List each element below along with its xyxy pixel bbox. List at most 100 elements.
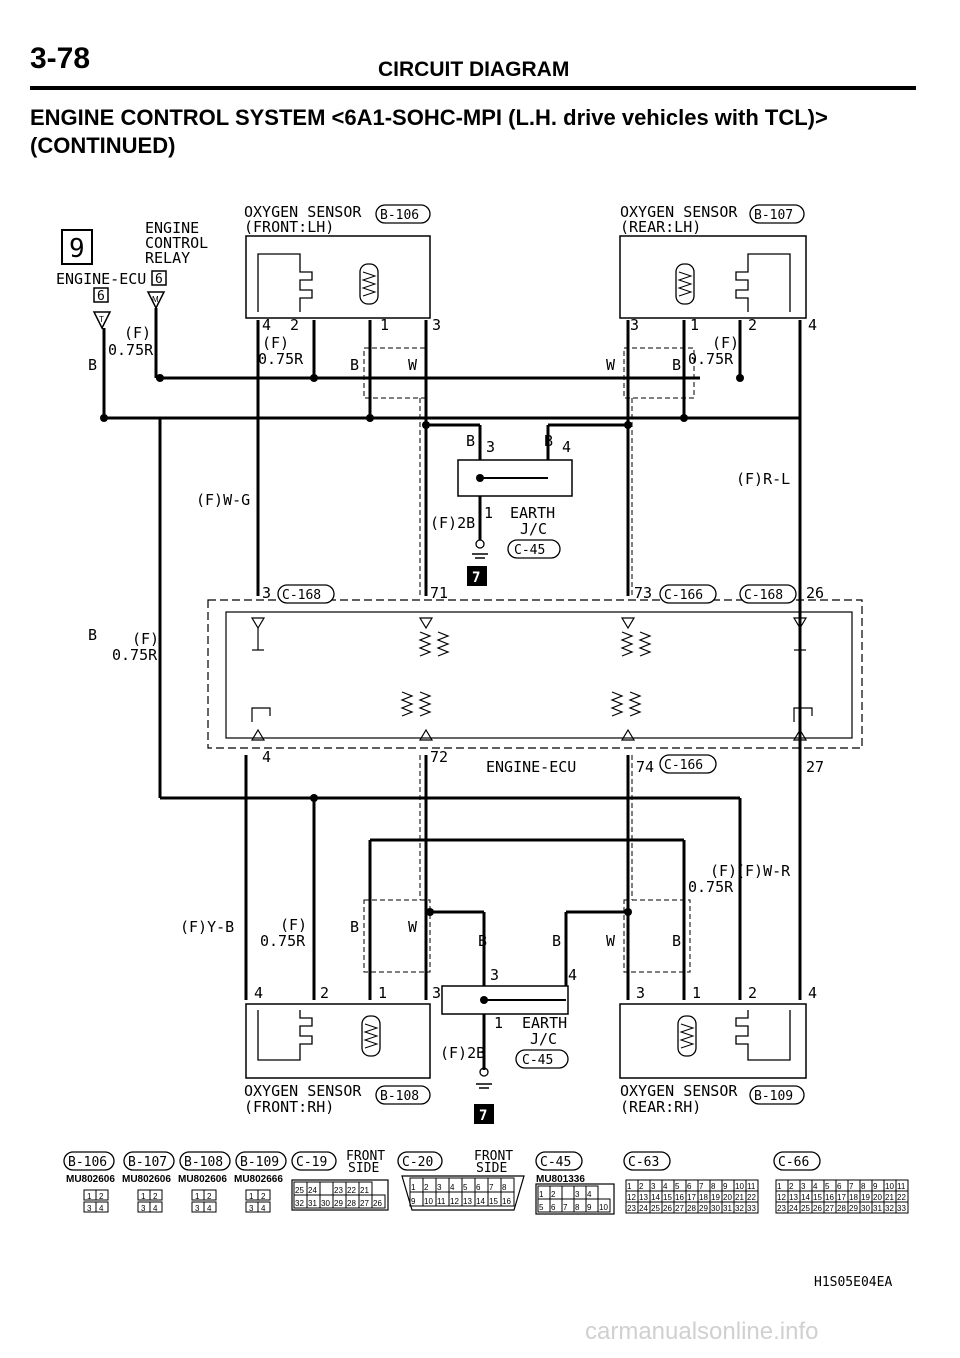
connector-pin-number: 13: [463, 1197, 472, 1206]
resistor-zigzag: [361, 271, 377, 297]
connector-pin-number: 32: [735, 1204, 744, 1213]
pin-number: 3: [636, 984, 645, 1002]
earth-connector: C-45: [514, 543, 545, 558]
legend-b107: B-107: [128, 1155, 167, 1170]
pin-number: 2: [748, 984, 757, 1002]
page-number: 3-78: [30, 42, 91, 75]
connector-pin-number: 22: [347, 1186, 356, 1195]
connector-pin-number: 7: [489, 1183, 494, 1192]
connector-pin-number: 16: [675, 1193, 684, 1202]
ground-terminal: [475, 539, 485, 549]
wire-labels-bottom: (F)Y-B (F) 0.75R B W B B W B (F) 0.75R (…: [180, 862, 791, 950]
connector-pin-number: 8: [575, 1203, 580, 1212]
connector-pin-number: 17: [837, 1193, 846, 1202]
wire-label: (F): [280, 916, 307, 934]
wire-label: 0.75R: [258, 350, 304, 368]
ecu-pin-box: [93, 287, 109, 303]
wire-label: B: [88, 356, 97, 374]
ecu-pin: 72: [430, 748, 448, 766]
connector-pin-number: 18: [699, 1193, 708, 1202]
earth-connector: C-45: [522, 1053, 553, 1068]
front-side-label: FRONT: [346, 1149, 385, 1164]
connector-pin-number: 2: [551, 1190, 556, 1199]
connector-badge: [291, 1151, 337, 1171]
relay-name-1: ENGINE: [145, 219, 199, 237]
connector-pin-cell: [500, 1191, 515, 1207]
connector-pin-number: 6: [551, 1203, 556, 1212]
pin-number: 1: [494, 1014, 503, 1032]
ground-box-number: 7: [472, 570, 480, 586]
section-title: CIRCUIT DIAGRAM: [378, 58, 570, 81]
connector-pin-number: 6: [837, 1182, 842, 1191]
connector-badge: [535, 1151, 583, 1171]
o2-rear-rh-title: OXYGEN SENSOR: [620, 1082, 738, 1100]
wire-label: (F)2B: [430, 514, 475, 532]
relay-box-number: 9: [69, 234, 85, 264]
wire-label: B: [544, 432, 553, 450]
junction-dots: [100, 374, 744, 1004]
svg-text:4: 4: [261, 1204, 266, 1213]
svg-text:4: 4: [153, 1204, 158, 1213]
connector-pin-number: 3: [801, 1182, 806, 1191]
relay-name-2: CONTROL: [145, 234, 208, 252]
pin-number: 3: [490, 966, 499, 984]
c20-body: [401, 1175, 525, 1211]
connector-pin-number: 20: [873, 1193, 882, 1202]
o2-front-lh-position: (FRONT:LH): [244, 218, 334, 236]
svg-text:1: 1: [87, 1192, 92, 1201]
connector-pin-number: 1: [777, 1182, 782, 1191]
svg-text:3: 3: [195, 1204, 200, 1213]
connector-pin-cell: [745, 1201, 759, 1214]
connector-pin-number: 31: [723, 1204, 732, 1213]
connector-pin-number: 10: [735, 1182, 744, 1191]
ecu-top-box: [151, 270, 167, 286]
connector-pin-number: 5: [463, 1183, 468, 1192]
connector-pin-number: 1: [411, 1183, 416, 1192]
ecu-connector: C-166: [664, 588, 703, 603]
connector-pin-number: 23: [334, 1186, 343, 1195]
svg-text:2: 2: [153, 1192, 158, 1201]
connector-pin-number: 10: [424, 1197, 433, 1206]
svg-text:3: 3: [141, 1204, 146, 1213]
o2-front-rh-position: (FRONT:RH): [244, 1098, 334, 1116]
front-side-label: SIDE: [476, 1161, 507, 1176]
pin-number: 1: [378, 984, 387, 1002]
ecu-pin: 26: [806, 584, 824, 602]
legend-b108: B-108: [184, 1155, 223, 1170]
earth-label: J/C: [530, 1030, 557, 1048]
sensor-box: [245, 1003, 431, 1079]
wire-label: (F)2B: [440, 1044, 485, 1062]
earth-junction-bottom: 3 4 1 EARTH J/C (F)2B C-45 7: [440, 966, 577, 1124]
wiring: [102, 308, 802, 1070]
connector-pin-number: 4: [450, 1183, 455, 1192]
legend-b109: B-109: [240, 1155, 279, 1170]
connector-pin-number: 28: [837, 1204, 846, 1213]
heading-line-1: ENGINE CONTROL SYSTEM <6A1-SOHC-MPI (L.H…: [30, 105, 828, 130]
ecu-outline: [207, 599, 863, 749]
connector-pin-number: 19: [861, 1193, 870, 1202]
connector-pin-number: 15: [489, 1197, 498, 1206]
ecu-pin: 3: [262, 584, 271, 602]
resistor-zigzag: [677, 271, 693, 297]
o2-sensor-rear-rh: OXYGEN SENSOR (REAR:RH) B-109: [619, 1003, 807, 1116]
connector-pin-number: 2: [789, 1182, 794, 1191]
ecu-name: ENGINE-ECU: [486, 758, 576, 776]
connector-pin-number: 23: [627, 1204, 636, 1213]
wire-label: (F)Y-B: [180, 918, 234, 936]
ground-box: [467, 566, 487, 586]
ecu-top-box-number: 6: [155, 272, 163, 287]
pin-number: 2: [290, 316, 299, 334]
legend-c19: C-19: [296, 1155, 327, 1170]
connector-pin-number: 22: [897, 1193, 906, 1202]
shield-lines: [363, 347, 695, 973]
wire-label: B: [672, 932, 681, 950]
ecu-internal-circuits: [250, 617, 813, 741]
connector-pin-number: 1: [539, 1190, 544, 1199]
pin-number: 2: [320, 984, 329, 1002]
pin-number: 3: [432, 316, 441, 334]
connector-pin-number: 15: [813, 1193, 822, 1202]
connector-pin-number: 16: [825, 1193, 834, 1202]
o2-rear-lh-title: OXYGEN SENSOR: [620, 203, 738, 221]
connector-pin-number: 11: [897, 1182, 906, 1191]
